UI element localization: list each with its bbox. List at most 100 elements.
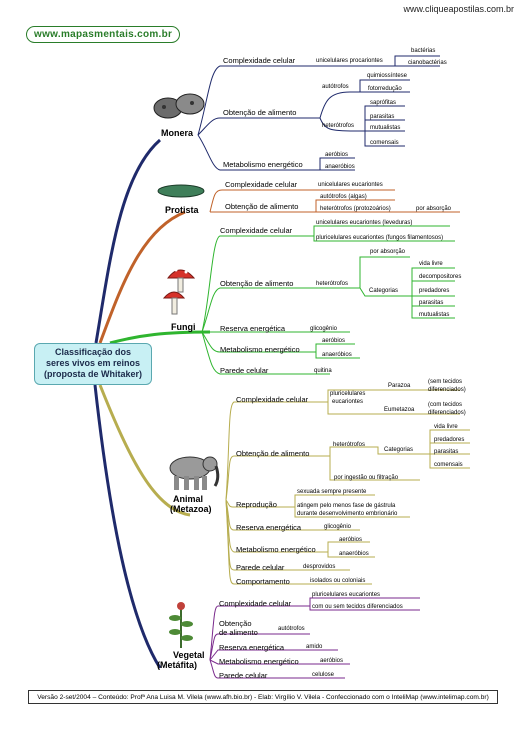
fungi-predadores: predadores bbox=[419, 288, 450, 294]
fungi-absorcao: por absorção bbox=[370, 249, 406, 255]
fungi-decompositores: decompositores bbox=[419, 274, 462, 280]
fungi-heterotrofos: heterótrofos bbox=[316, 281, 349, 287]
kingdom-animal-sub: (Metazoa) bbox=[170, 504, 212, 514]
animal-vidalivre: vida livre bbox=[434, 424, 458, 430]
footer-credits: Versão 2-set/2004 – Conteúdo: Profª Ana … bbox=[28, 690, 498, 704]
monera-parasitas: parasitas bbox=[370, 114, 395, 120]
protista-organism-illustration bbox=[157, 184, 205, 198]
animal-comportamento: Comportamento bbox=[236, 577, 290, 586]
animal-parede: Parede celular bbox=[236, 563, 285, 572]
protista-autotrofos: autótrofos (algas) bbox=[320, 194, 367, 200]
animal-eumetazoa: Eumetazoa bbox=[384, 407, 415, 413]
animal-pluricel2: eucariontes bbox=[332, 399, 364, 405]
protista-heterotrofos: heterótrofos (protozoários) bbox=[320, 206, 391, 212]
elephant-illustration bbox=[169, 456, 220, 490]
vegetal-autotrofos: autótrofos bbox=[278, 626, 305, 632]
monera-ciano: cianobactérias bbox=[408, 60, 447, 66]
animal-reproducao: Reprodução bbox=[236, 500, 277, 509]
central-topic-line3: (proposta de Whitaker) bbox=[43, 369, 142, 379]
vegetal-parede: Parede celular bbox=[219, 671, 268, 680]
vegetal-tecidos: com ou sem tecidos diferenciados bbox=[312, 604, 403, 610]
animal-gastrula1: atingem pelo menos fase de gástrula bbox=[297, 503, 396, 509]
kingdom-vegetal: Vegetal bbox=[173, 650, 205, 660]
animal-sem2: diferenciados) bbox=[428, 387, 466, 393]
fungi-aerobios: aeróbios bbox=[322, 338, 346, 344]
plant-illustration bbox=[169, 602, 193, 648]
protista-absorcao: por absorção bbox=[416, 206, 452, 212]
fungi-unicel: unicelulares eucariontes (leveduras) bbox=[316, 220, 413, 226]
monera-comensais: comensais bbox=[370, 140, 399, 146]
vegetal-obtencao1: Obtenção bbox=[219, 619, 252, 628]
protista-complexidade: Complexidade celular bbox=[225, 180, 298, 189]
fungi-reserva: Reserva energética bbox=[220, 324, 286, 333]
animal-ingestao: por ingestão ou filtração bbox=[334, 475, 399, 481]
monera-obtencao: Obtenção de alimento bbox=[223, 108, 297, 117]
animal-desprovidos: desprovidos bbox=[303, 564, 336, 570]
mapasmentais-badge[interactable]: www.mapasmentais.com.br bbox=[26, 26, 181, 43]
central-topic-line1: Classificação dos bbox=[54, 347, 132, 357]
monera-heterotrofos: heterótrofos bbox=[322, 123, 355, 129]
fungi-obtencao: Obtenção de alimento bbox=[220, 279, 294, 288]
vegetal-pluricel: pluricelulares eucariontes bbox=[312, 592, 381, 598]
animal-gastrula2: durante desenvolvimento embrionário bbox=[297, 511, 398, 517]
fungi-mutualistas: mutualistas bbox=[419, 312, 450, 318]
vegetal-celulose: celulose bbox=[312, 672, 335, 678]
fungi-parasitas: parasitas bbox=[419, 300, 444, 306]
monera-bacterias: bactérias bbox=[411, 48, 436, 54]
animal-comensais: comensais bbox=[434, 462, 463, 468]
monera-unicel: unicelulares procariontes bbox=[316, 58, 383, 64]
monera-foto: fotorredução bbox=[368, 86, 402, 92]
animal-heterotrofos: heterótrofos bbox=[333, 442, 366, 448]
vegetal-aerobios: aeróbios bbox=[320, 658, 344, 664]
protista-obtencao: Obtenção de alimento bbox=[225, 202, 299, 211]
kingdom-protista: Protista bbox=[165, 205, 199, 215]
central-topic: Classificação dos seres vivos em reinos … bbox=[34, 343, 152, 385]
animal-com1: (com tecidos bbox=[428, 402, 463, 408]
animal-reserva: Reserva energética bbox=[236, 523, 302, 532]
animal-isolados: isolados ou coloniais bbox=[310, 578, 366, 584]
animal-pluricel1: pluricelulares bbox=[330, 391, 366, 397]
vegetal-obtencao2: de alimento bbox=[219, 628, 258, 637]
animal-aerobios: aeróbios bbox=[339, 537, 363, 543]
fungi-anaerobios: anaeróbios bbox=[322, 352, 352, 358]
animal-obtencao: Obtenção de alimento bbox=[236, 449, 310, 458]
animal-parazoa: Parazoa bbox=[388, 383, 411, 389]
animal-categorias: Categorias bbox=[384, 447, 414, 453]
fungi-pluricel: pluricelulares eucariontes (fungos filam… bbox=[316, 235, 444, 241]
monera-aerobios: aeróbios bbox=[325, 152, 349, 158]
fungi-metabolismo: Metabolismo energético bbox=[220, 345, 300, 354]
monera-quimio: quimiossíntese bbox=[367, 73, 408, 79]
animal-com2: diferenciados) bbox=[428, 410, 466, 416]
animal-complexidade: Complexidade celular bbox=[236, 395, 309, 404]
animal-predadores: predadores bbox=[434, 437, 465, 443]
animal-glicogenio: glicogênio bbox=[324, 524, 352, 530]
animal-parasitas: parasitas bbox=[434, 449, 459, 455]
vegetal-amido: amido bbox=[306, 644, 323, 650]
site-url[interactable]: www.cliqueapostilas.com.br bbox=[403, 4, 514, 14]
monera-complexidade: Complexidade celular bbox=[223, 56, 296, 65]
animal-sem1: (sem tecidos bbox=[428, 379, 463, 385]
kingdom-monera: Monera bbox=[161, 128, 194, 138]
animal-sexuada: sexuada sempre presente bbox=[297, 489, 367, 495]
vegetal-reserva: Reserva energética bbox=[219, 643, 285, 652]
fungi-categorias: Categorias bbox=[369, 288, 399, 294]
fungi-quitina: quitina bbox=[314, 368, 332, 374]
monera-metabolismo: Metabolismo energético bbox=[223, 160, 303, 169]
fungi-glicogenio: glicogênio bbox=[310, 326, 338, 332]
fungi-complexidade: Complexidade celular bbox=[220, 226, 293, 235]
fungi-parede: Parede celular bbox=[220, 366, 269, 375]
monera-mutualistas: mutualistas bbox=[370, 125, 401, 131]
animal-anaerobios: anaeróbios bbox=[339, 551, 369, 557]
fungi-vidalivre: vida livre bbox=[419, 261, 443, 267]
protista-unicel: unicelulares eucariontes bbox=[318, 182, 383, 188]
kingdom-fungi: Fungi bbox=[171, 322, 196, 332]
kingdom-vegetal-sub: (Metáfita) bbox=[157, 660, 197, 670]
monera-saprofitas: saprófitas bbox=[370, 100, 397, 106]
vegetal-metabolismo: Metabolismo energético bbox=[219, 657, 299, 666]
monera-autotrofos: autótrofos bbox=[322, 84, 349, 90]
fungi-mushroom-illustration bbox=[162, 268, 196, 315]
vegetal-complexidade: Complexidade celular bbox=[219, 599, 292, 608]
monera-anaerobios: anaeróbios bbox=[325, 164, 355, 170]
animal-metabolismo: Metabolismo energético bbox=[236, 545, 316, 554]
